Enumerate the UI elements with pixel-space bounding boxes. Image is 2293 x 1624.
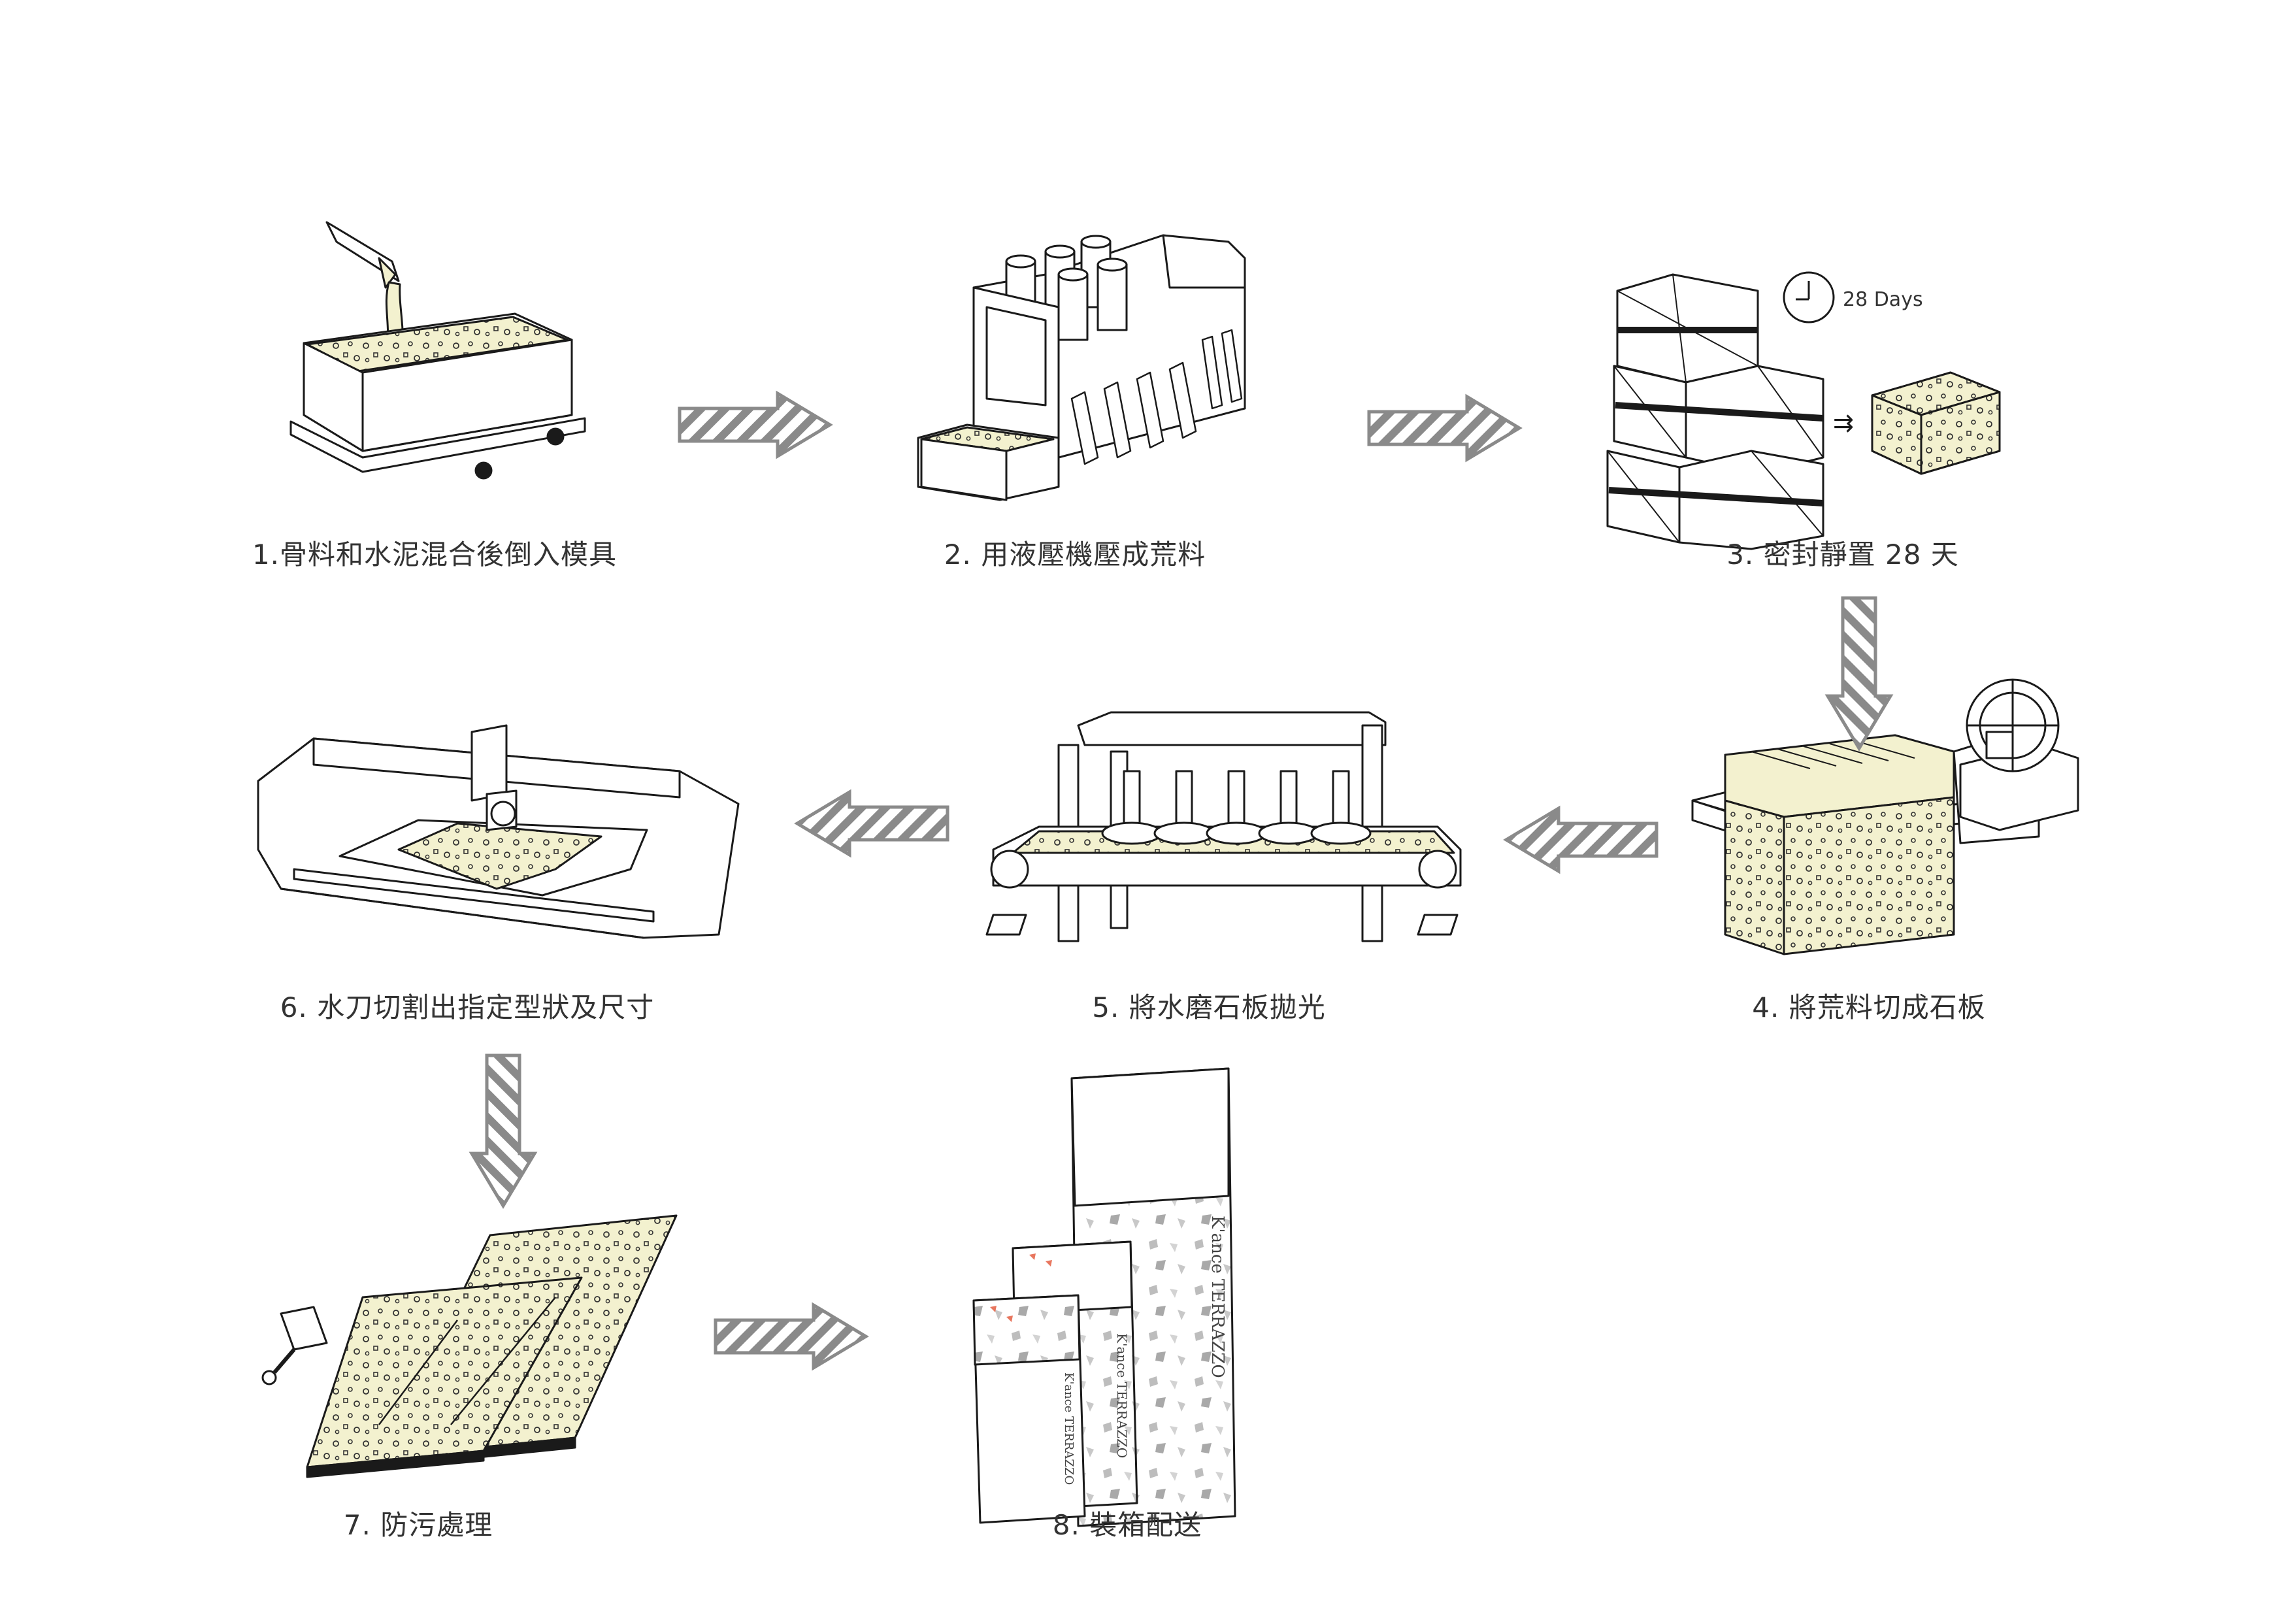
flow-arrow-3-4 [1828,598,1890,748]
step3-illustration [1606,271,2001,550]
step-label-8: 8. 裝箱配送 [1052,1509,1202,1541]
step8-illustration [972,1067,1236,1527]
transform-arrow-symbol: ⇉ [1833,408,1854,437]
step5-illustration [985,711,1462,942]
step-label-5: 5. 將水磨石板拋光 [1092,991,1326,1023]
step-label-3: 3. 密封靜置 28 天 [1726,539,1959,571]
flow-arrow-6-7 [472,1055,535,1206]
package-brand-medium: K'ance TERRAZZO [1114,1333,1130,1458]
flow-arrow-7-8 [716,1305,866,1368]
step-label-4: 4. 將荒料切成石板 [1752,991,1986,1023]
step7-illustration [261,1214,678,1478]
flow-arrow-1-2 [680,393,830,456]
step1-illustration [289,221,586,480]
step6-illustration [257,724,740,939]
step2-illustration [917,234,1246,501]
flow-arrow-4-5 [1506,808,1657,871]
step4-illustration [1691,678,2079,955]
flow-arrow-2-3 [1369,397,1519,459]
step-label-7: 7. 防污處理 [343,1509,493,1541]
step-label-2: 2. 用液壓機壓成荒料 [944,539,1206,571]
package-brand-large: K'ance TERRAZZO [1208,1216,1227,1378]
step-label-6: 6. 水刀切割出指定型狀及尺寸 [280,991,655,1023]
step-label-1: 1.骨料和水泥混合後倒入模具 [252,539,618,571]
flow-arrow-5-6 [797,792,948,855]
package-brand-small: K'ance TERRAZZO [1062,1372,1076,1485]
curing-days-label: 28 Days [1843,288,1923,311]
